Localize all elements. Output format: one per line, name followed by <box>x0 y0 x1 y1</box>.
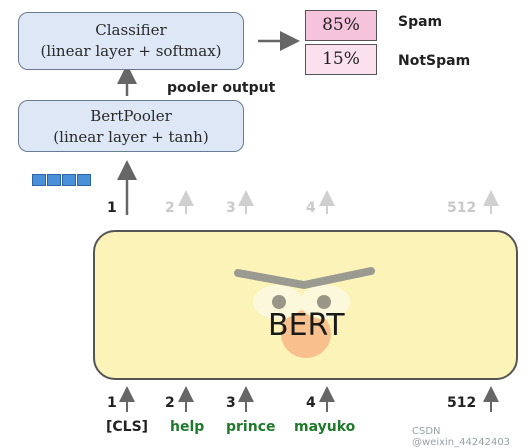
notspam-label: NotSpam <box>398 53 471 69</box>
output-position-4: 4 <box>306 200 316 216</box>
output-position-1: 1 <box>107 200 117 216</box>
token-mayuko: mayuko <box>294 419 356 435</box>
input-position-512: 512 <box>447 395 477 411</box>
notspam-probability: 15% <box>305 44 377 75</box>
bert-pooler-box: BertPooler (linear layer + tanh) <box>18 100 244 152</box>
bert-model-box: BERT <box>93 230 518 380</box>
output-position-3: 3 <box>226 200 236 216</box>
classifier-box: Classifier (linear layer + softmax) <box>18 12 244 70</box>
spam-probability: 85% <box>305 10 377 41</box>
classifier-title: Classifier <box>95 21 167 39</box>
pooler-subtitle: (linear layer + tanh) <box>53 128 209 146</box>
bert-label: BERT <box>268 308 345 343</box>
angry-bird-face-icon <box>234 267 375 358</box>
input-position-3: 3 <box>226 395 236 411</box>
token-help: help <box>170 419 205 435</box>
output-position-512: 512 <box>447 200 477 216</box>
spam-label: Spam <box>398 14 443 30</box>
input-position-2: 2 <box>165 395 175 411</box>
token-prince: prince <box>226 419 276 435</box>
pooler-title: BertPooler <box>90 107 172 125</box>
token-cls: [CLS] <box>106 419 149 435</box>
pooler-output-label: pooler output <box>167 80 276 96</box>
watermark: CSDN @weixin_44242403 <box>412 426 511 448</box>
classifier-subtitle: (linear layer + softmax) <box>40 42 222 60</box>
input-position-4: 4 <box>306 395 316 411</box>
output-position-2: 2 <box>165 200 175 216</box>
input-position-1: 1 <box>107 395 117 411</box>
